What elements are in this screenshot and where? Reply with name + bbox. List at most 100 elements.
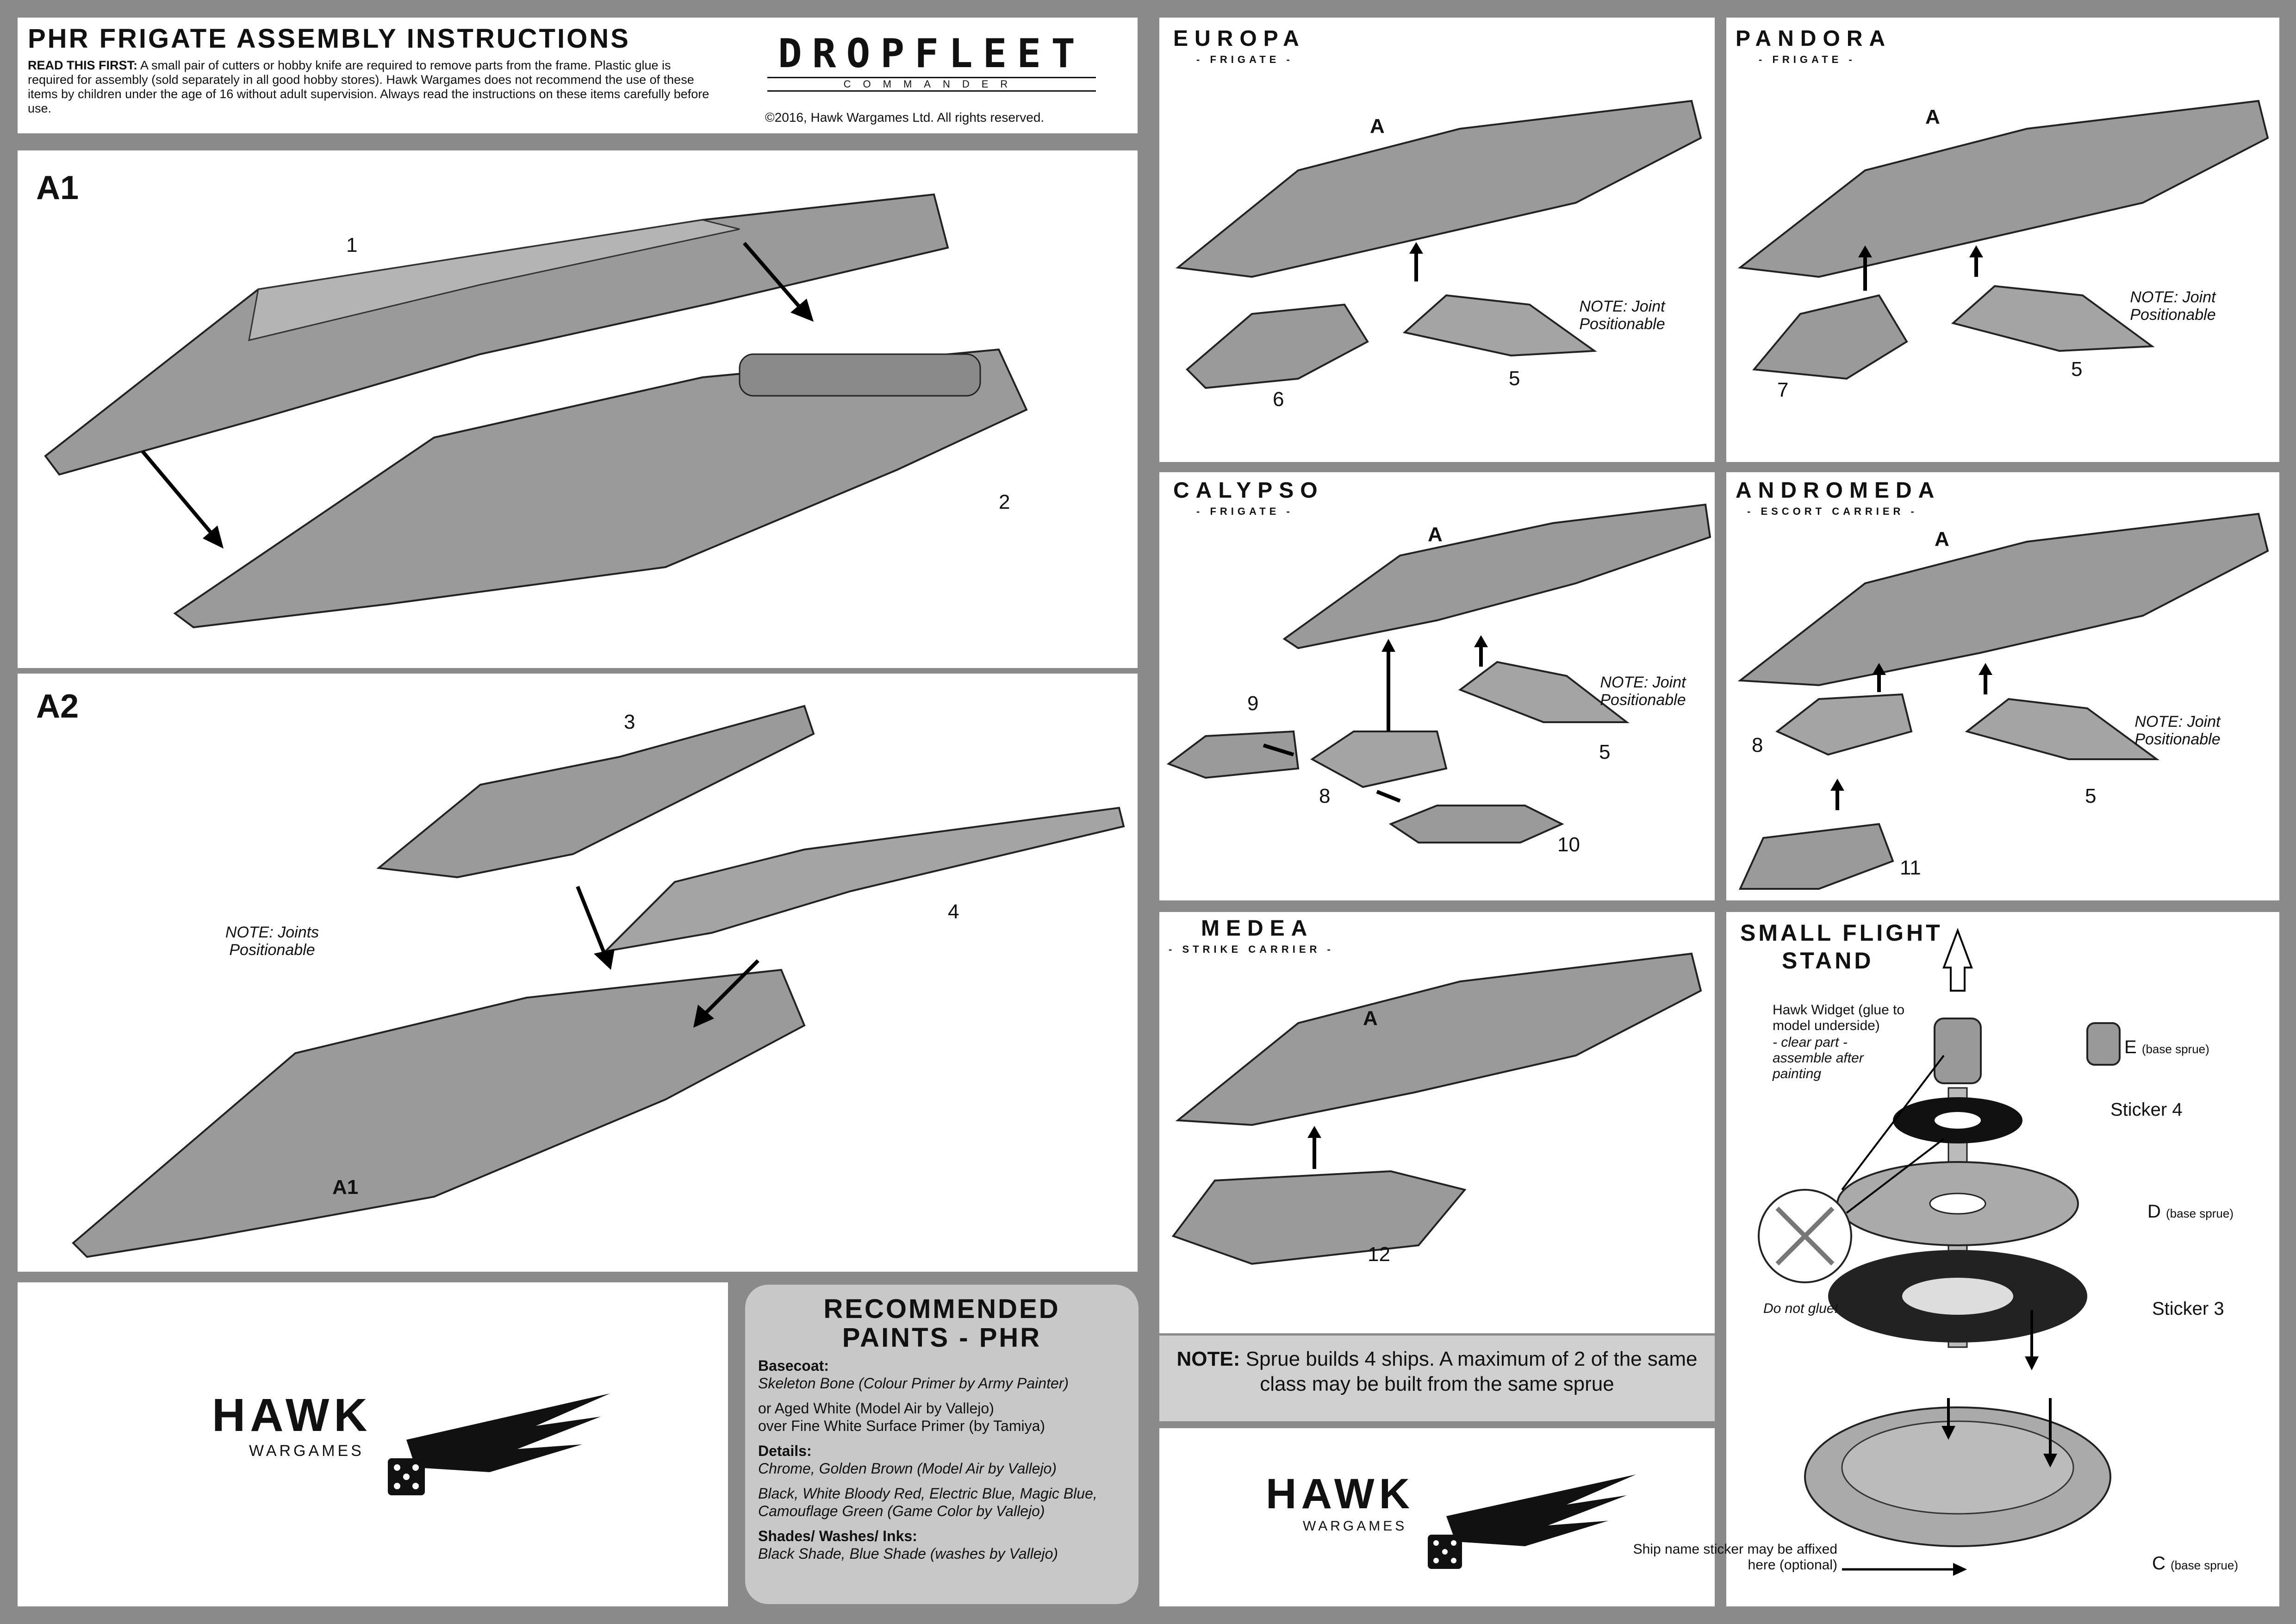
ship-panel-pandora: PANDORA - FRIGATE - A 7 5 NOTE: Joint Po…: [1726, 18, 2279, 462]
part-5-shape: [1402, 294, 1597, 357]
no-glue-label: Do not glue!: [1763, 1301, 1838, 1316]
basecoat-2b: over Fine White Surface Primer (by Tamiy…: [758, 1418, 1045, 1434]
hull-a: [1282, 503, 1711, 650]
step-a1-label: A1: [36, 169, 79, 206]
read-first-label: READ THIS FIRST:: [28, 58, 138, 72]
part-5-label: 5: [1599, 741, 1611, 763]
part-11-shape: [1738, 823, 1894, 890]
details-2: Black, White Bloody Red, Electric Blue, …: [758, 1485, 1097, 1519]
a1-reference-label: A1: [332, 1176, 359, 1199]
hawk-name: HAWK: [1266, 1470, 1415, 1518]
ship-panel-europa: EUROPA - FRIGATE - A 6 5 NOTE: Joint Pos…: [1159, 18, 1715, 462]
part-9-shape: [1166, 730, 1300, 779]
joint-note: NOTE: Joint Positionable: [2130, 288, 2216, 324]
ship-class: - ESCORT CARRIER -: [1747, 506, 1918, 517]
ship-panel-calypso: CALYPSO - FRIGATE - A 9 8 10 5 NOTE: Joi…: [1159, 472, 1715, 900]
arrow-3: [576, 886, 607, 957]
ship-class: - FRIGATE -: [1196, 54, 1294, 65]
dropfleet-logo: DROPFLEET COMMANDER: [740, 31, 1124, 100]
part-1-ridge: [248, 219, 740, 341]
arrow-2-head: [790, 299, 814, 322]
sticker-3-label: Sticker 3: [2152, 1299, 2224, 1319]
sprue-note-label: NOTE:: [1176, 1348, 1240, 1370]
a-label: A: [1370, 115, 1385, 137]
hawk-name: HAWK: [212, 1389, 372, 1441]
part-8-label: 8: [1752, 734, 1763, 756]
part-2-label: 2: [999, 491, 1010, 513]
part-8-label: 8: [1319, 785, 1331, 807]
part-6-label: 6: [1273, 388, 1284, 411]
step-a2-diagram: [72, 705, 1125, 1258]
hull-a: [1737, 512, 2269, 687]
shades-1: Black Shade, Blue Shade (washes by Valle…: [758, 1545, 1058, 1562]
brand-panel-right: HAWK WARGAMES: [1159, 1428, 1715, 1606]
a-label: A: [1363, 1007, 1378, 1030]
part-8-shape: [1310, 731, 1448, 788]
paints-body: Basecoat: Skeleton Bone (Colour Primer b…: [758, 1357, 1126, 1562]
hawk-sub: WARGAMES: [1303, 1518, 1407, 1534]
ship-name: CALYPSO: [1173, 478, 1324, 503]
part-7-label: 7: [1777, 379, 1789, 401]
hawk-sub: WARGAMES: [249, 1442, 364, 1460]
arrow-1-head: [203, 525, 224, 549]
hawk-logo-right: HAWK WARGAMES: [1266, 1470, 1645, 1581]
part-7-shape: [1752, 294, 1908, 380]
ship-class: - FRIGATE -: [1759, 54, 1856, 65]
part-11-label: 11: [1900, 856, 1921, 879]
paints-title-1: RECOMMENDED: [823, 1294, 1060, 1324]
part-10-shape: [1388, 805, 1564, 843]
part-5-shape: [1951, 285, 2155, 352]
widget-note: - clear part - assemble after painting: [1773, 1035, 1864, 1081]
hawk-widget-shape: [1934, 1018, 1982, 1084]
sticker-4-label: Sticker 4: [2110, 1099, 2183, 1120]
basecoat-label: Basecoat:: [758, 1357, 829, 1374]
part-1-label: 1: [346, 234, 358, 256]
ship-class: - FRIGATE -: [1196, 506, 1294, 517]
part-9-label: 9: [1247, 692, 1259, 715]
details-label: Details:: [758, 1443, 812, 1459]
header-panel: PHR FRIGATE ASSEMBLY INSTRUCTIONS READ T…: [18, 18, 1138, 133]
arrow-2: [742, 242, 806, 314]
arrow-3-head: [594, 949, 615, 970]
part-d-label: D (base sprue): [2147, 1201, 2234, 1222]
hull-a: [1737, 100, 2269, 278]
stand-diagram: [1758, 928, 2121, 1576]
medea-diagram: [1171, 952, 1702, 1265]
ship-name: PANDORA: [1736, 26, 1892, 51]
ship-name: ANDROMEDA: [1736, 478, 1941, 503]
part-10-label: 10: [1557, 833, 1580, 856]
hull-a: [1176, 100, 1702, 278]
part-5-shape: [1458, 661, 1630, 723]
step-a2-panel: A2 3 4 A1 NOTE: Joints Positionable: [18, 674, 1138, 1272]
part-12-label: 12: [1368, 1243, 1390, 1266]
shades-label: Shades/ Washes/ Inks:: [758, 1528, 917, 1544]
pandora-diagram: [1737, 100, 2269, 380]
a1-assembly-shape: [72, 968, 806, 1258]
part-6-shape: [1186, 303, 1369, 389]
part-e-label: E (base sprue): [2124, 1037, 2209, 1057]
part-4-label: 4: [948, 900, 959, 923]
basecoat-1: Skeleton Bone (Colour Primer by Army Pai…: [758, 1375, 1069, 1392]
ship-name: MEDEA: [1201, 916, 1314, 941]
part-5-label: 5: [1509, 367, 1520, 390]
copyright: ©2016, Hawk Wargames Ltd. All rights res…: [765, 110, 1045, 125]
step-a1-diagram: [44, 193, 1028, 629]
joint-note: NOTE: Joint Positionable: [1600, 674, 1686, 709]
read-first-text: READ THIS FIRST: A small pair of cutters…: [28, 58, 717, 116]
sprue-note-text: Sprue builds 4 ships. A maximum of 2 of …: [1240, 1348, 1698, 1395]
arrow-4: [701, 959, 759, 1018]
arrow-1: [141, 450, 218, 541]
paints-title-2: PAINTS - PHR: [842, 1323, 1042, 1353]
step-a2-note: NOTE: Joints Positionable: [225, 924, 319, 959]
part-c-label: C (base sprue): [2152, 1553, 2238, 1574]
logo-sub: COMMANDER: [767, 77, 1096, 92]
a-label: A: [1935, 528, 1949, 550]
paints-panel: RECOMMENDED PAINTS - PHR Basecoat: Skele…: [745, 1285, 1139, 1604]
calypso-diagram: [1166, 503, 1711, 843]
stand-title-2: STAND: [1782, 948, 1874, 974]
part-3-label: 3: [624, 711, 635, 733]
a-label: A: [1428, 523, 1443, 546]
widget-label: Hawk Widget (glue to model underside): [1773, 1002, 1905, 1033]
europa-diagram: [1176, 100, 1702, 389]
part-3-shape: [376, 705, 815, 879]
